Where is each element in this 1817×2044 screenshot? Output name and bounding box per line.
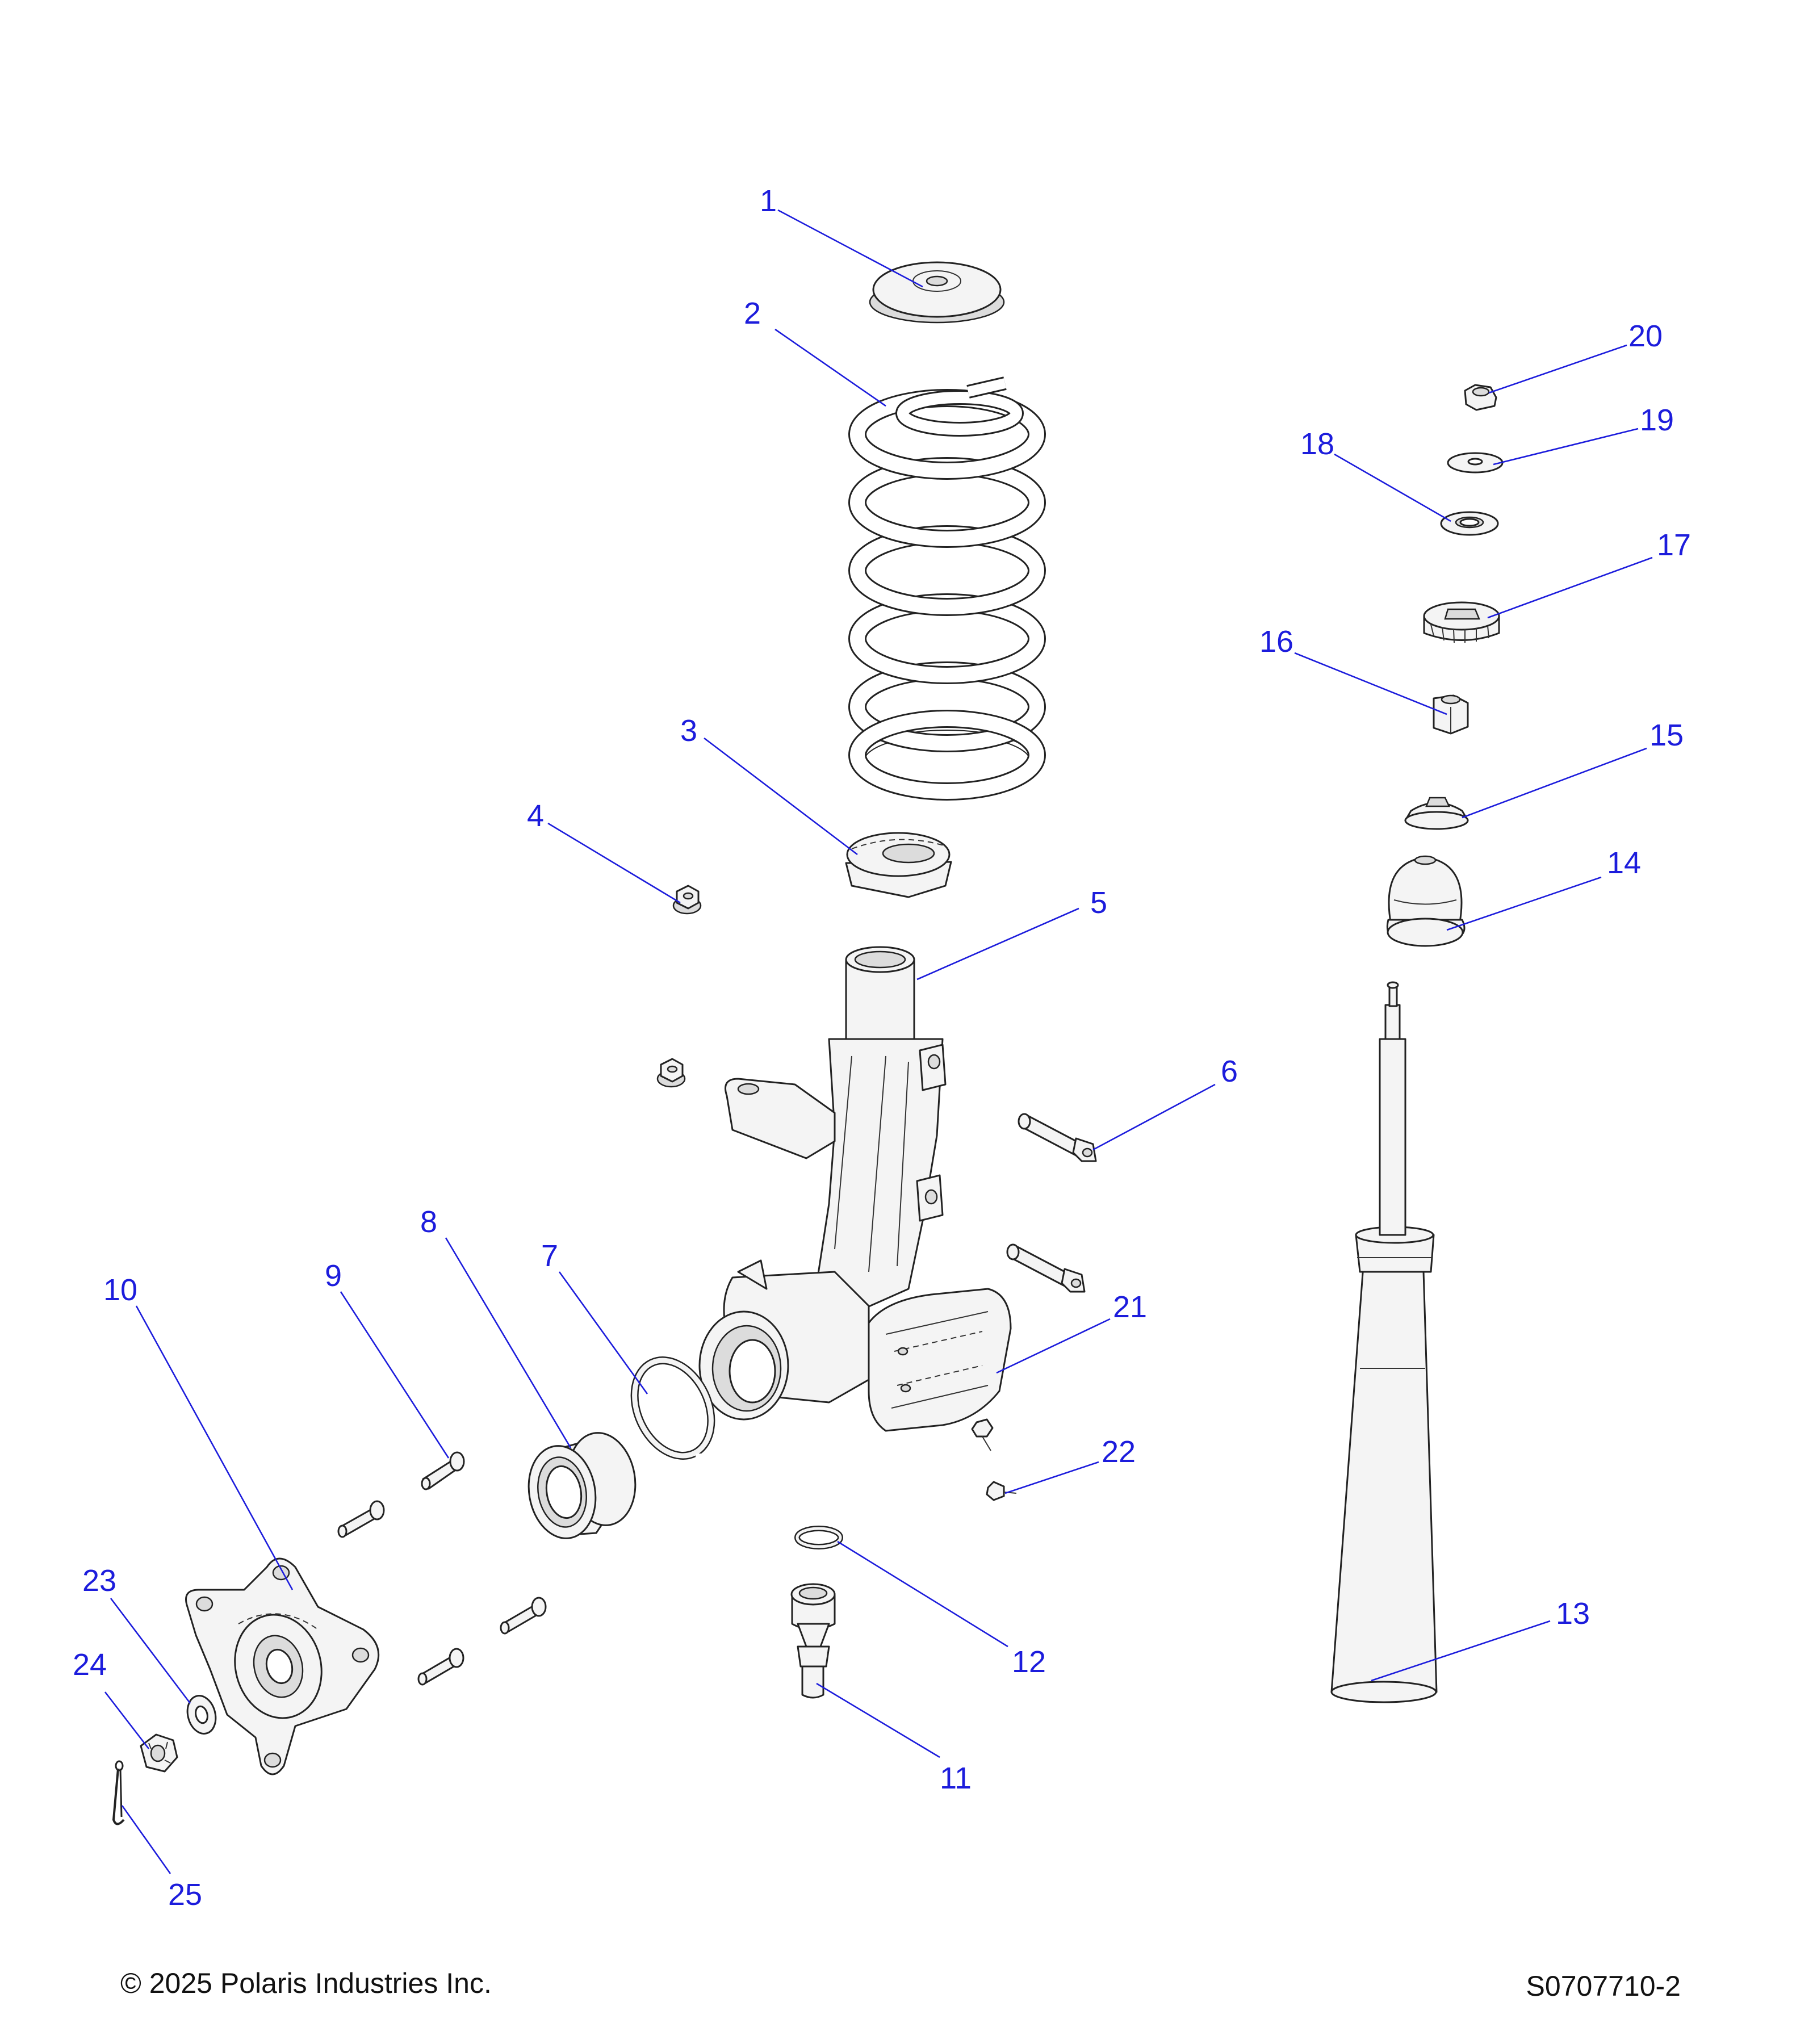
callout-19: 19 bbox=[1640, 403, 1674, 437]
part-6-bolt-upper bbox=[1018, 1113, 1097, 1162]
callout-20: 20 bbox=[1628, 319, 1663, 353]
part-19-washer bbox=[1447, 452, 1504, 474]
part-24-castle-nut bbox=[140, 1733, 178, 1773]
part-6-bolt-lower bbox=[1006, 1243, 1086, 1293]
part-9-wheel-stud-b bbox=[337, 1500, 385, 1538]
leader-18 bbox=[1334, 453, 1451, 522]
leader-13 bbox=[1371, 1620, 1551, 1682]
leader-8 bbox=[445, 1237, 572, 1448]
part-2-coil-spring bbox=[848, 376, 1046, 801]
callout-21: 21 bbox=[1113, 1290, 1147, 1324]
leader-17 bbox=[1487, 556, 1653, 619]
callout-24: 24 bbox=[73, 1648, 107, 1682]
callout-17: 17 bbox=[1657, 528, 1691, 562]
part-1-upper-spring-seat bbox=[869, 261, 1005, 324]
part-9-wheel-stud-d bbox=[417, 1648, 464, 1686]
leader-7 bbox=[558, 1271, 648, 1394]
leader-19 bbox=[1493, 428, 1639, 466]
callout-15: 15 bbox=[1649, 718, 1684, 752]
part-4-flange-nut bbox=[672, 885, 702, 915]
leader-3 bbox=[704, 737, 858, 856]
callout-14: 14 bbox=[1607, 846, 1641, 880]
leader-14 bbox=[1446, 876, 1602, 931]
leader-4 bbox=[547, 822, 681, 904]
callout-16: 16 bbox=[1259, 625, 1293, 659]
callout-11: 11 bbox=[940, 1761, 972, 1795]
part-9-wheel-stud-c bbox=[500, 1597, 547, 1635]
callout-9: 9 bbox=[325, 1259, 342, 1293]
part-22-screw-upper bbox=[971, 1418, 994, 1451]
part-17-strut-mount bbox=[1423, 601, 1500, 643]
leader-20 bbox=[1488, 344, 1627, 394]
part-11-ball-joint bbox=[790, 1583, 836, 1699]
leader-1 bbox=[777, 209, 923, 288]
callout-6: 6 bbox=[1221, 1054, 1238, 1088]
part-25-cotter-pin bbox=[112, 1760, 125, 1825]
callout-8: 8 bbox=[420, 1205, 437, 1239]
leader-24 bbox=[104, 1691, 150, 1749]
part-3-lower-spring-seat bbox=[845, 832, 952, 898]
leader-23 bbox=[110, 1598, 191, 1704]
copyright-notice: © 2025 Polaris Industries Inc. bbox=[120, 1967, 492, 1999]
leader-2 bbox=[774, 328, 886, 407]
part-10-wheel-hub bbox=[185, 1557, 380, 1775]
leader-15 bbox=[1462, 747, 1647, 819]
part-18-washer bbox=[1440, 511, 1499, 536]
callout-2: 2 bbox=[744, 296, 761, 330]
callout-1: 1 bbox=[760, 184, 777, 218]
part-14-bump-stop bbox=[1386, 855, 1466, 947]
callout-18: 18 bbox=[1300, 427, 1334, 461]
leader-10 bbox=[135, 1305, 294, 1590]
callout-10: 10 bbox=[103, 1273, 137, 1307]
leader-6 bbox=[1092, 1083, 1216, 1151]
part-20-nut bbox=[1464, 384, 1497, 411]
callout-25: 25 bbox=[168, 1878, 202, 1912]
callout-13: 13 bbox=[1556, 1597, 1590, 1631]
part-7-retaining-ring bbox=[630, 1356, 715, 1468]
callout-3: 3 bbox=[680, 714, 697, 748]
callout-23: 23 bbox=[82, 1564, 116, 1598]
drawing-number: S0707710-2 bbox=[1526, 1970, 1681, 2002]
part-15-dust-cap bbox=[1404, 797, 1469, 830]
leader-21 bbox=[996, 1318, 1111, 1374]
part-21-knuckle-shield bbox=[868, 1288, 1012, 1432]
leader-22 bbox=[1004, 1461, 1099, 1494]
callout-labels: 1 2 3 4 5 6 7 8 9 10 11 12 13 14 15 16 1… bbox=[73, 184, 1691, 1912]
callout-4: 4 bbox=[527, 799, 544, 833]
leader-9 bbox=[340, 1291, 450, 1459]
callout-7: 7 bbox=[541, 1239, 558, 1273]
part-12-snap-ring bbox=[794, 1526, 843, 1549]
callout-12: 12 bbox=[1012, 1645, 1046, 1679]
leader-12 bbox=[837, 1540, 1008, 1648]
callout-22: 22 bbox=[1102, 1435, 1136, 1469]
callout-5: 5 bbox=[1090, 886, 1107, 920]
part-22-screw-lower bbox=[986, 1481, 1017, 1501]
knuckle-nut bbox=[656, 1058, 686, 1088]
part-8-wheel-bearing bbox=[527, 1432, 637, 1539]
leader-11 bbox=[816, 1682, 940, 1758]
part-9-wheel-stud-a bbox=[421, 1451, 465, 1490]
leader-16 bbox=[1294, 652, 1447, 715]
part-23-washer bbox=[186, 1695, 217, 1735]
leader-lines bbox=[104, 209, 1653, 1874]
leader-5 bbox=[916, 907, 1079, 981]
part-5-steering-knuckle bbox=[698, 946, 947, 1421]
leader-25 bbox=[121, 1805, 171, 1874]
part-13-strut bbox=[1330, 981, 1438, 1703]
part-16-strut-nut bbox=[1433, 694, 1469, 735]
